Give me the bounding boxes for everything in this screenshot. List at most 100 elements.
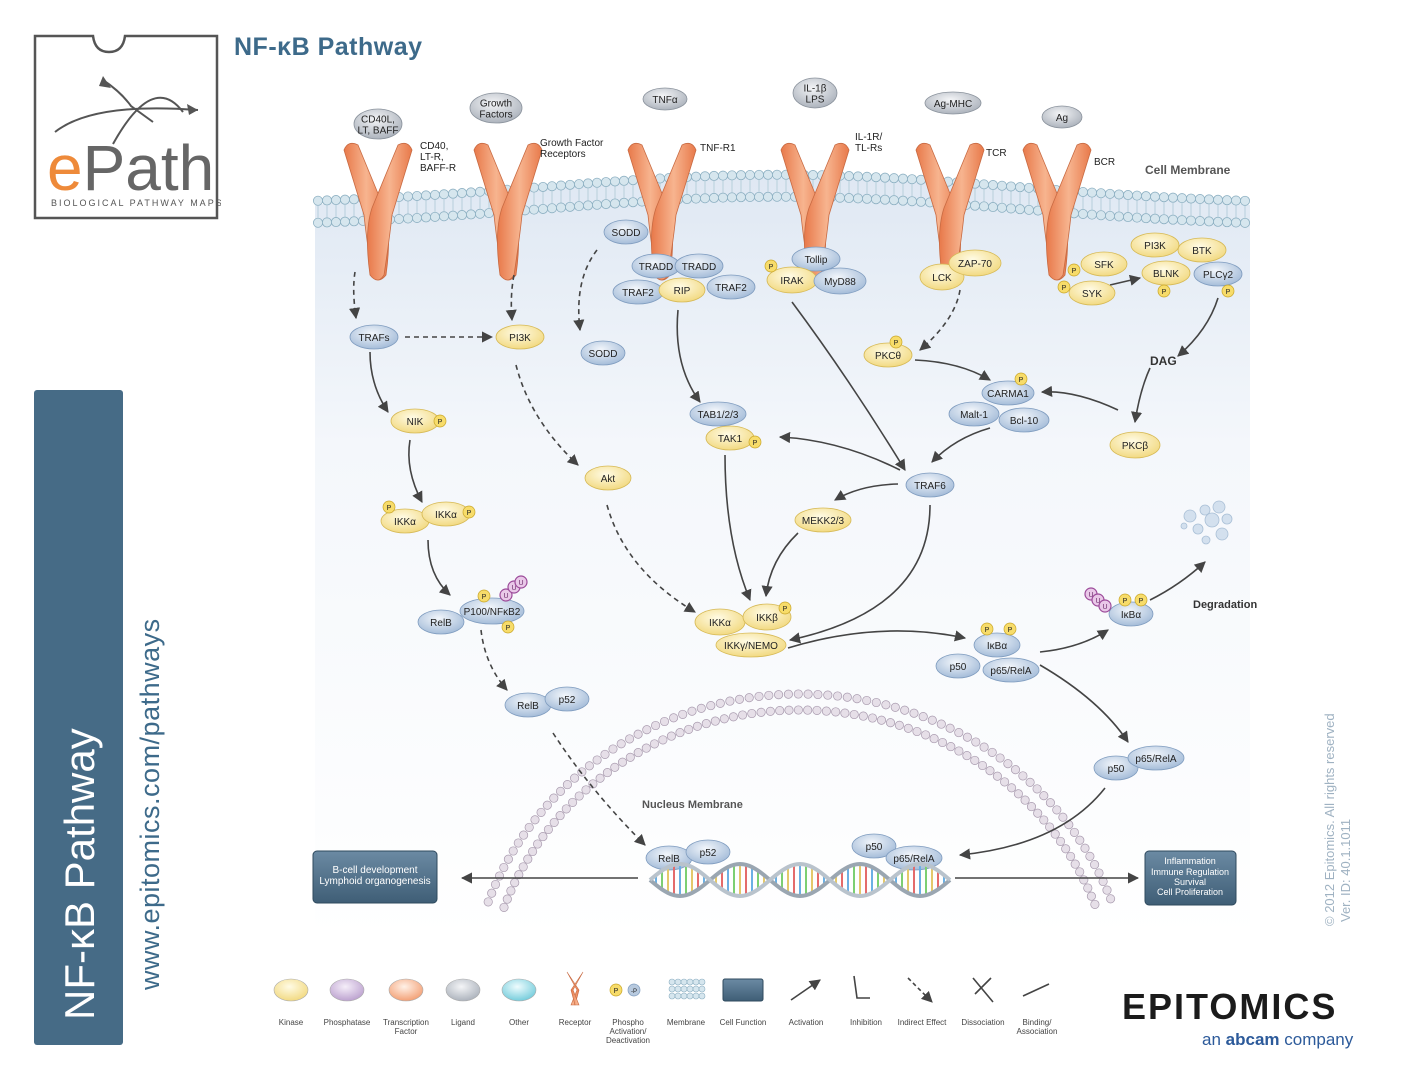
- node-label: ZAP-70: [958, 259, 992, 270]
- legend-item-other: Other: [501, 978, 537, 1027]
- node-label: p65/RelA: [893, 854, 934, 865]
- tf-icon: [388, 978, 424, 1002]
- node-label: TAK1: [718, 434, 743, 445]
- node-label: Bcl-10: [1010, 416, 1039, 427]
- outcome-left-line2: Lymphoid organogenesis: [319, 876, 430, 887]
- pathway-arrow: [1131, 367, 1151, 424]
- degradation-bubbles-icon: [1180, 500, 1233, 545]
- node-syk: SYK: [1068, 280, 1116, 306]
- pathway-arrow: [1177, 297, 1219, 357]
- node-carma1: CARMA1: [981, 380, 1035, 406]
- phospho-letter: P: [1019, 377, 1024, 384]
- ligand-label: IL-1β: [804, 84, 827, 95]
- outcome-right-line1: Inflammation: [1164, 856, 1216, 866]
- phospho-icon: P: [764, 259, 778, 273]
- phospho-letter: P: [506, 625, 511, 632]
- node-label: TRADD: [639, 262, 673, 273]
- outcome-right-box: Inflammation Immune Regulation Survival …: [1144, 850, 1237, 906]
- node-label: PKCβ: [1122, 441, 1149, 452]
- node-label: P100/NFκB2: [464, 607, 521, 618]
- node-zap70: ZAP-70: [948, 249, 1002, 277]
- ligand-cd40: CD40L,LT, BAFF: [353, 108, 403, 140]
- phospho-letter: P: [1123, 598, 1128, 605]
- dephospho-letter: -P: [631, 989, 637, 995]
- node-pkctheta: PKCθ: [863, 342, 913, 368]
- indirect-icon: [907, 977, 933, 1003]
- binding-icon: [1022, 983, 1050, 997]
- node-label: BTK: [1192, 246, 1212, 257]
- membrane-icon: [668, 978, 706, 1000]
- phospho-icon: P: [778, 601, 792, 615]
- legend-item-dissociation: Dissociation: [961, 977, 1005, 1027]
- node-ikkb: IKKβ: [742, 603, 792, 631]
- pathway-arrow: [349, 271, 361, 320]
- pathway-arrow: [761, 532, 799, 598]
- node-traf2a: TRAF2: [612, 279, 664, 305]
- pathway-arrow: [505, 274, 517, 322]
- node-label: p65/RelA: [1135, 754, 1176, 765]
- phospho-icon: P: [1003, 622, 1017, 636]
- phospho-letter: P: [467, 510, 472, 517]
- receptor-gfr: [473, 142, 543, 281]
- phospho-letter: P: [1062, 285, 1067, 292]
- node-label: TAB1/2/3: [698, 410, 739, 421]
- receptor-label: BCR: [1094, 157, 1115, 168]
- legend-label: Ligand: [451, 1018, 475, 1027]
- phospho-icon: P: [1221, 284, 1235, 298]
- phospho-icon: P: [748, 435, 762, 449]
- node-p50c: p50: [851, 833, 897, 859]
- legend-label: Phosphatase: [324, 1018, 371, 1027]
- ubiquitin-letter: U: [518, 580, 523, 587]
- node-label: TRADD: [682, 262, 716, 273]
- node-p65a: p65/RelA: [982, 657, 1040, 683]
- inhibition-icon: [853, 975, 870, 999]
- ubiquitin-icon: U: [514, 575, 528, 589]
- pathway-arrow: [724, 454, 752, 602]
- phospho-icon: P: [477, 589, 491, 603]
- ligand-label: Ag: [1056, 113, 1068, 124]
- phospho-icon: P: [1157, 284, 1171, 298]
- node-bcl10: Bcl-10: [998, 407, 1050, 433]
- phospho-letter: P: [438, 419, 443, 426]
- node-label: PI3K: [509, 333, 531, 344]
- other-icon: [501, 978, 537, 1002]
- node-sodd2: SODD: [580, 340, 626, 366]
- node-label: NIK: [407, 417, 424, 428]
- node-blnk: BLNK: [1141, 260, 1191, 286]
- node-lck: LCK: [919, 263, 965, 291]
- node-label: MEKK2/3: [802, 516, 845, 527]
- phospho-letter: P: [985, 627, 990, 634]
- pathway-arrow: [515, 364, 579, 466]
- node-malt1: Malt-1: [948, 401, 1000, 427]
- legend-label: Membrane: [667, 1018, 706, 1027]
- phospho-icon: P: [433, 414, 447, 428]
- node-label: p52: [559, 695, 576, 706]
- phospho-letter: P: [1072, 268, 1077, 275]
- pathway-arrow: [958, 787, 1106, 860]
- node-p50b: p50: [1093, 755, 1139, 781]
- node-p65b: p65/RelA: [1127, 745, 1185, 771]
- ubiquitin-icon: U: [499, 588, 513, 602]
- phospho-letter: P: [769, 264, 774, 271]
- pathway-arrow: [552, 732, 646, 846]
- pathway-arrow: [1039, 629, 1109, 653]
- pathway-arrow: [834, 483, 899, 501]
- node-label: SYK: [1082, 289, 1102, 300]
- node-label: MyD88: [824, 277, 856, 288]
- ubiquitin-letter: U: [1095, 598, 1100, 605]
- node-label: IRAK: [780, 276, 804, 287]
- node-label: TRAF2: [622, 288, 654, 299]
- pathway-arrow: [778, 431, 901, 471]
- logo-subtitle: BIOLOGICAL PATHWAY MAPS: [51, 198, 221, 208]
- node-ikba2: IκBα: [1108, 601, 1154, 627]
- node-pkcbeta: PKCβ: [1109, 431, 1161, 459]
- nucleus-membrane-label: Nucleus Membrane: [642, 799, 743, 811]
- version-text: Ver. ID: 40.1.1011: [1338, 818, 1353, 922]
- pathway-arrow: [787, 630, 967, 649]
- legend-label: Kinase: [279, 1018, 304, 1027]
- phospho-letter: P: [614, 988, 619, 995]
